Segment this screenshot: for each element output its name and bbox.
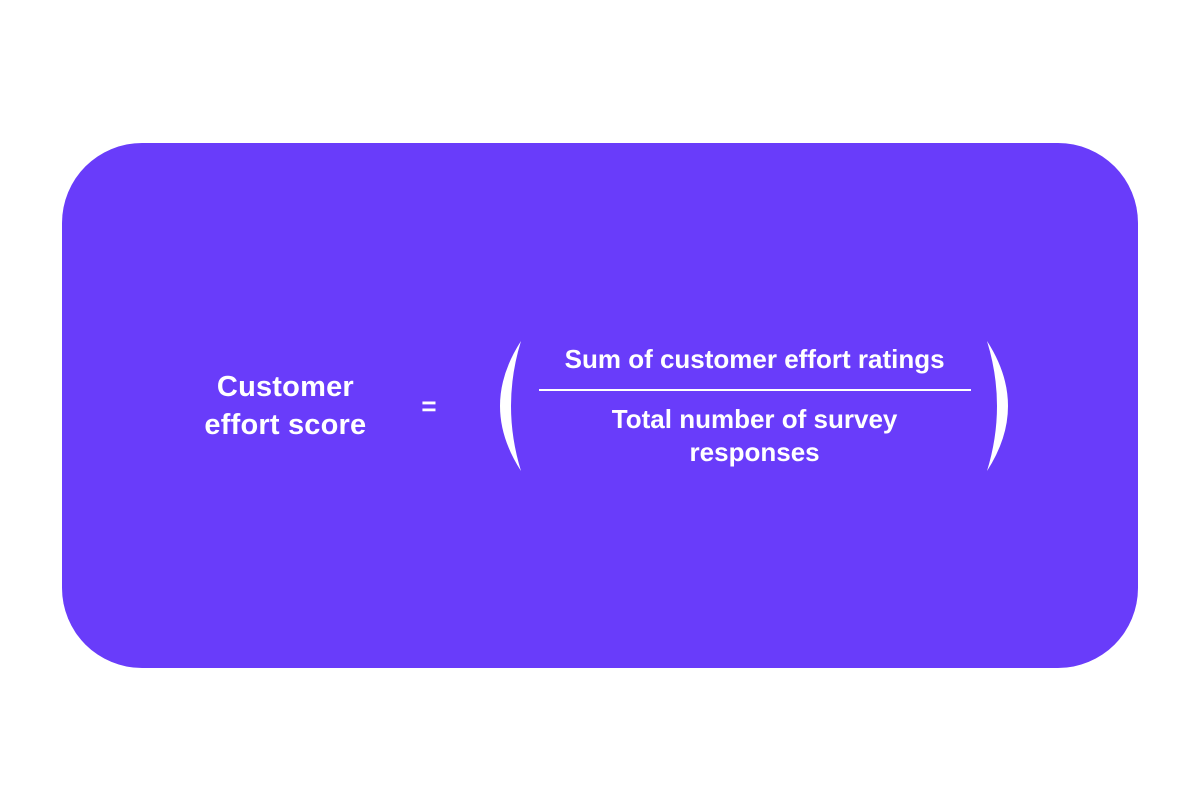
- formula-lhs-label: Customer effort score: [204, 370, 367, 441]
- customer-effort-score-formula: Customer effort score = Sum of customer …: [185, 339, 1014, 473]
- fraction-bar: [538, 388, 971, 391]
- open-parenthesis-icon: [499, 340, 521, 471]
- close-parenthesis-icon: [986, 340, 1008, 471]
- fraction: Sum of customer effort ratings Total num…: [538, 343, 971, 469]
- equals-sign: =: [421, 390, 437, 421]
- formula-card: Customer effort score = Sum of customer …: [62, 143, 1138, 668]
- fraction-denominator: Total number of survey responses: [611, 403, 898, 467]
- fraction-numerator: Sum of customer effort ratings: [564, 343, 945, 374]
